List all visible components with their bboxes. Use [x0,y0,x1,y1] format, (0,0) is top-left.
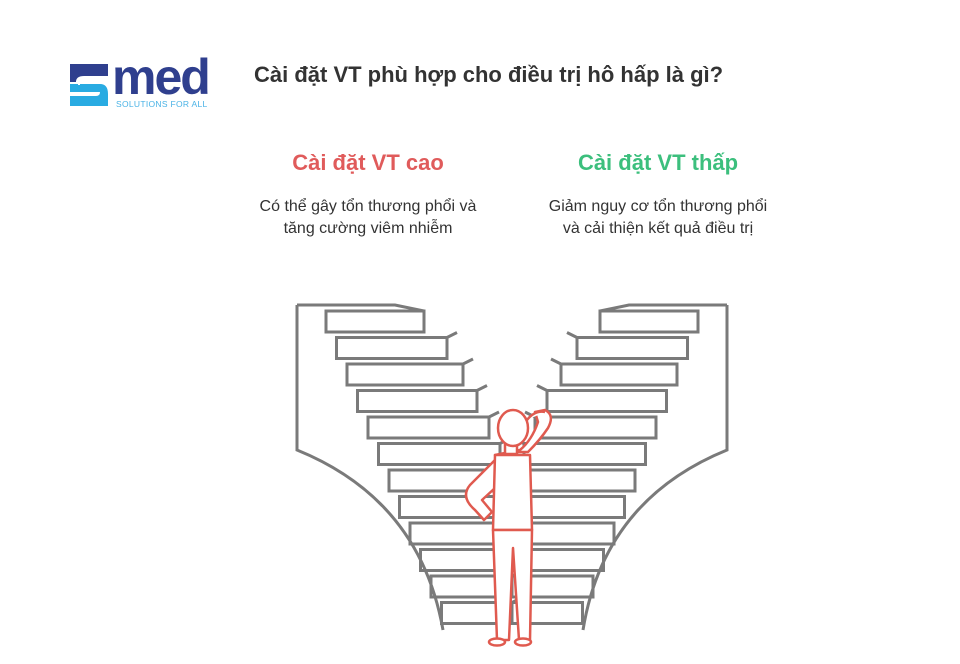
option-low-vt: Cài đặt VT thấp Giảm nguy cơ tổn thương … [543,150,773,240]
left-step [324,309,426,334]
right-step [575,336,689,360]
left-wall [295,303,445,631]
step-tread [488,410,500,419]
option-description: Có thể gây tổn thương phổi và tăng cường… [259,198,477,237]
right-step [598,309,700,334]
smed-logo: med SOLUTIONS FOR ALL [66,49,226,112]
option-heading: Cài đặt VT thấp [577,150,739,175]
logo-word: med [112,49,211,105]
step-tread [566,331,578,339]
step-tread [550,357,562,366]
right-step [559,362,679,387]
option-high-vt: Cài đặt VT cao Có thể gây tổn thương phổ… [253,150,483,240]
left-step [377,442,502,466]
step-tread [536,384,548,392]
left-step [366,415,491,440]
option-description: Giảm nguy cơ tổn thương phổi và cải thiệ… [548,198,768,237]
left-step [335,336,449,360]
step-tread [446,331,458,339]
logo-tagline: SOLUTIONS FOR ALL [116,99,208,109]
right-step [522,442,647,466]
right-step [510,601,584,625]
right-wall [581,303,729,631]
step-tread [462,357,474,366]
page-title: Cài đặt VT phù hợp cho điều trị hô hấp l… [254,62,724,87]
confused-person-icon [464,408,553,647]
left-step [345,362,465,387]
right-step [545,389,668,413]
right-step [533,415,658,440]
logo-s-mark-icon [70,64,108,106]
left-step [356,389,479,413]
option-heading: Cài đặt VT cao [292,150,444,175]
step-tread [476,384,488,392]
